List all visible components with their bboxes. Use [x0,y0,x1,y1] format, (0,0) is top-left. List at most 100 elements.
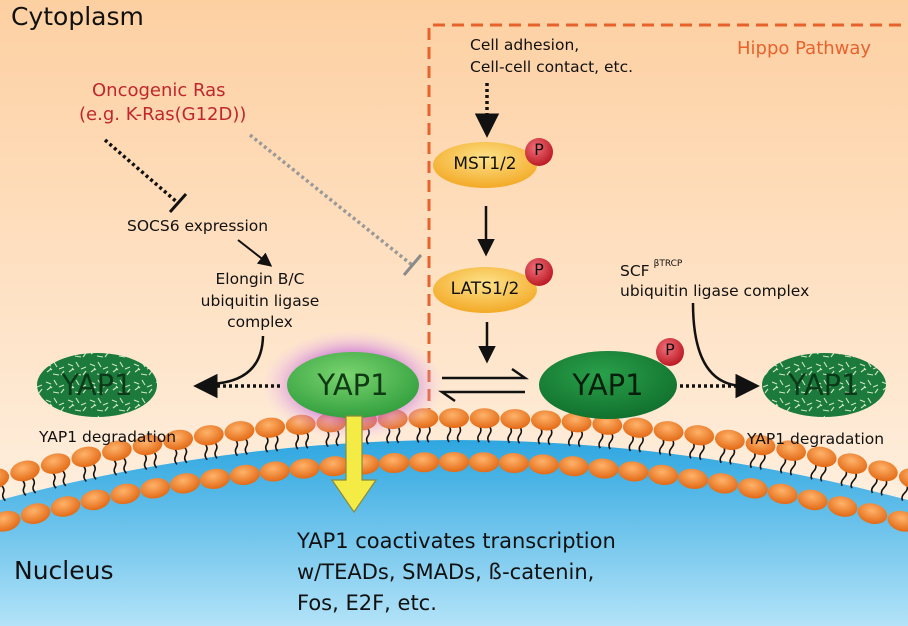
lipid-head [80,489,111,511]
lipid-tail [112,458,118,476]
hippo-pathway-border [427,23,908,420]
lipid-tail [507,426,513,444]
nucleus-label: Nucleus [14,556,114,585]
lipid-tail [820,465,827,482]
lipid-head [528,454,559,475]
lipid-tail [689,442,695,459]
lipid-head [409,452,440,473]
lipid-head [20,503,51,524]
hippo-pathway-label: Hippo Pathway [737,38,872,59]
lipid-tail [547,428,553,446]
lipid-tail [264,435,269,453]
lipid-tail [82,465,87,482]
lipid-head [200,468,230,489]
reverse-equilibrium-arrow [437,390,525,403]
lipid-head [898,468,908,490]
scf-line2: ubiquitin ligase complex [620,282,810,300]
lipid-tail [850,472,858,489]
lipid-tail [31,476,37,494]
lipid-head [776,440,806,461]
lipid-tail [517,426,523,444]
elongin-curve [209,335,265,386]
scf-superscript: βTRCP [653,259,683,269]
elongin-line2: ubiquitin ligase [200,292,320,310]
lipid-head [255,417,286,438]
lipid-head [767,483,798,505]
lipid-head [622,417,653,438]
upstream-line2: Cell-cell contact, etc. [470,58,634,76]
lipid-tail [61,469,67,487]
lipid-head [102,440,132,461]
socs6-to-elongin-arrow [237,239,273,267]
lipid-head [708,473,738,494]
lipid-tail [759,453,766,470]
lats-phospho-badge [525,258,553,286]
lipid-head [498,453,529,474]
lipid-head [827,496,858,517]
lipid-head [618,461,649,482]
lipid-head [110,483,141,505]
lipid-head [193,425,224,446]
mst-phospho-label: P [534,140,544,159]
forward-equilibrium-arrow [442,367,530,380]
lipid-tail [456,425,462,443]
lipid-tail [901,484,908,502]
lipid-head [319,456,350,477]
lipid-tail [780,457,787,474]
lipid-head [224,421,255,442]
lipid-head [530,410,561,431]
lipid-head [439,408,469,428]
lipid-tail [749,451,756,469]
lipid-tail [789,459,797,476]
lipid-head [50,496,81,517]
lipid-head [229,464,260,485]
lipid-head [558,456,589,477]
lipid-tail [537,427,543,445]
lipid-tail [183,446,188,464]
cytoplasm-label: Cytoplasm [11,2,144,31]
lipid-head [379,453,410,474]
lipid-tail [122,457,127,474]
nuclear-line1: YAP1 coactivates transcription [297,529,616,553]
lipid-head [10,460,40,482]
lipid-head [0,468,10,490]
mst-phospho-badge [525,138,553,166]
lipid-tail [567,429,574,447]
lipid-head [714,429,745,451]
lipid-tail [426,425,431,443]
lipid-tail [870,477,878,494]
scf-curve [691,302,743,388]
lipid-tail [446,425,452,443]
lats-inhibition-bar [402,254,423,276]
lipid-tail [598,431,604,449]
mst12-label: MST1/2 [453,154,517,174]
nuclear-line2: w/TEADs, SMADs, ß-catenin, [297,560,595,584]
lipid-tail [153,451,158,469]
ras-inhibits-socs6 [103,138,180,205]
lipid-head [289,458,320,479]
degradation-left-label: YAP1 degradation [39,428,177,446]
lipid-tail [608,432,614,450]
yap-phospho-badge [656,338,684,366]
lipid-tail [92,463,97,480]
lipid-head [797,489,828,511]
lipid-head [439,452,469,472]
lipid-tail [143,453,148,471]
lipid-tail [477,425,482,443]
lipid-head [737,478,768,499]
lipid-tail [274,434,279,452]
lipid-tail [729,448,736,465]
yap1-phosphorylated-label: YAP1 [572,368,644,402]
lipid-head [648,464,679,485]
lipid-tail [244,438,249,455]
lipid-tail [204,443,208,461]
lipid-head [163,429,194,451]
lipid-head [887,510,908,532]
lats-phospho-label: P [534,260,544,279]
lipid-head [469,408,500,429]
lipid-tail [699,443,705,461]
lipid-tail [234,439,239,457]
